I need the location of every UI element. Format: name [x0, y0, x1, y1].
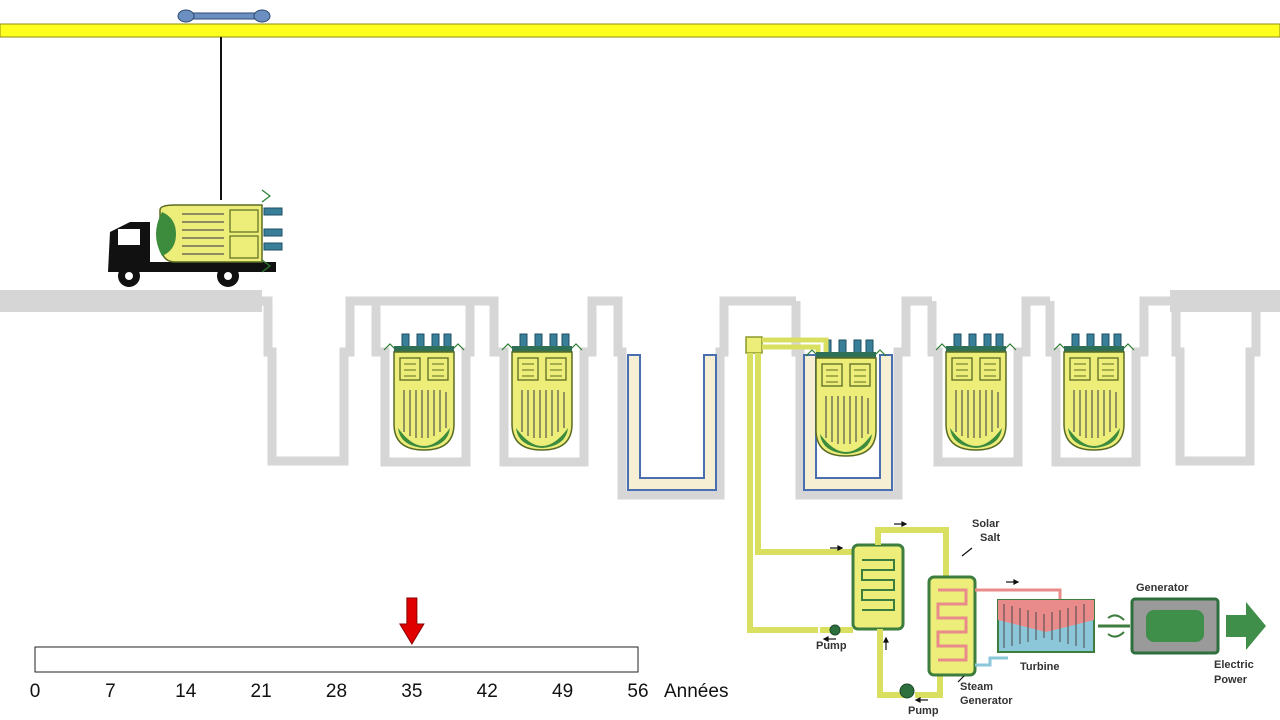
pump-secondary-label: Pump — [908, 705, 939, 717]
cooling-pool-empty — [627, 354, 717, 491]
solar-salt-label-2: Salt — [980, 532, 1001, 544]
silo-empty-right — [1170, 296, 1280, 466]
intermediate-heat-exchanger — [851, 543, 905, 631]
timeline-tick-0: 0 — [30, 681, 41, 702]
shaft-coupling-icon — [1098, 614, 1130, 638]
reactor-module-4 — [935, 333, 1017, 451]
pump-primary-label: Pump — [816, 640, 847, 652]
timeline-tick-7: 7 — [105, 681, 116, 702]
timeline-tick-42: 42 — [477, 681, 498, 702]
reactor-module-5 — [1053, 333, 1135, 451]
pump-primary-icon — [829, 624, 841, 636]
timeline-unit-label: Années — [664, 681, 728, 702]
steam-generator-label: Steam — [960, 681, 993, 693]
steam-generator-label-2: Generator — [960, 695, 1013, 707]
timeline-tick-56: 56 — [627, 681, 648, 702]
reactor-module-2 — [501, 333, 583, 451]
pump-secondary-icon — [899, 683, 915, 699]
electric-power-arrow — [1226, 602, 1266, 650]
generator-label: Generator — [1136, 582, 1189, 594]
flow-arrows — [822, 521, 1020, 703]
timeline-marker-arrow — [398, 597, 425, 645]
timeline-ticks: 0 7 14 21 28 35 42 49 56 — [30, 681, 649, 702]
silo-pool-empty — [612, 296, 796, 500]
reactor-module-horizontal — [156, 189, 283, 273]
silo-2 — [470, 296, 612, 467]
steam-lines — [975, 588, 1062, 667]
turbine-label: Turbine — [1020, 661, 1060, 673]
reactor-module-active — [805, 339, 887, 457]
crane-trolley — [177, 9, 271, 23]
solar-salt-label: Solar — [972, 518, 1000, 530]
timeline-tick-14: 14 — [175, 681, 197, 702]
silo-pool-active — [791, 296, 932, 500]
crane-rail — [0, 23, 1280, 38]
timeline-tick-49: 49 — [552, 681, 573, 702]
turbine — [997, 599, 1095, 653]
timeline-tick-35: 35 — [401, 681, 422, 702]
steam-generator — [927, 575, 977, 677]
timeline-bar — [34, 646, 639, 673]
electric-power-label: Electric — [1214, 659, 1254, 671]
silo-1 — [371, 296, 475, 467]
reactor-building-ground — [0, 290, 1280, 312]
silo-empty-left — [262, 296, 376, 466]
timeline-tick-28: 28 — [326, 681, 347, 702]
reactor-module-1 — [383, 333, 465, 451]
timeline-tick-21: 21 — [251, 681, 272, 702]
generator — [1130, 597, 1220, 655]
silo-4 — [927, 296, 1050, 467]
transport-truck — [108, 222, 276, 287]
primary-piping — [745, 336, 856, 633]
silo-5 — [1045, 296, 1170, 467]
electric-power-label-2: Power — [1214, 674, 1248, 686]
